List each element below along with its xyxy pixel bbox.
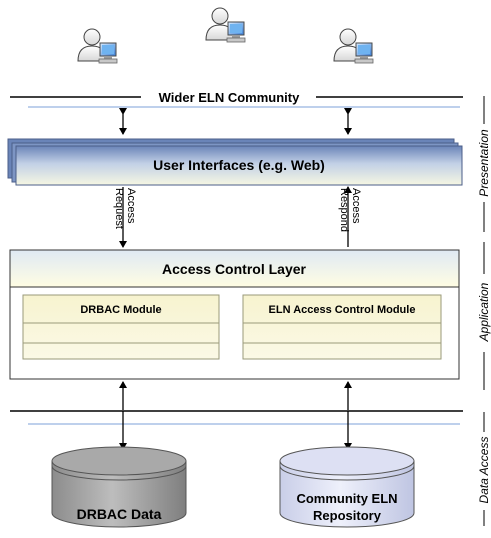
- users-group: [77, 7, 374, 64]
- access-control-layer: Access Control Layer DRBAC Module ELN Ac…: [9, 249, 460, 380]
- layer-presentation: Presentation: [477, 96, 491, 232]
- drbac-data-store: DRBAC Data: [51, 446, 187, 528]
- layer-application: Application: [477, 242, 491, 390]
- drbac-data-label: DRBAC Data: [77, 506, 162, 522]
- access-respond-text: Access Respond: [338, 188, 362, 232]
- layer-application-label: Application: [477, 282, 491, 342]
- user-interfaces-box: [15, 145, 463, 186]
- layer-data-access-label: Data Access: [477, 437, 491, 504]
- repository-label-line2: Repository: [313, 508, 382, 523]
- access-control-label: Access Control Layer: [162, 261, 306, 277]
- svg-text:Respond: Respond: [338, 188, 350, 232]
- user-computer-icon: [77, 28, 118, 64]
- svg-text:Request: Request: [113, 188, 125, 229]
- user-interfaces-stack: User Interfaces (e.g. Web): [7, 138, 463, 186]
- eln-repository-store: Community ELN Repository: [279, 446, 415, 528]
- access-control-header: [9, 249, 460, 288]
- user-computer-icon: [333, 28, 374, 64]
- drbac-module: DRBAC Module: [22, 294, 220, 360]
- eln-module-label: ELN Access Control Module: [269, 304, 416, 316]
- svg-text:Access: Access: [350, 188, 362, 224]
- community-label: Wider ELN Community: [159, 90, 300, 105]
- user-computer-icon: [205, 7, 246, 43]
- drbac-module-label: DRBAC Module: [80, 304, 161, 316]
- repository-label-line1: Community ELN: [296, 491, 397, 506]
- layer-data-access: Data Access: [477, 412, 491, 526]
- svg-text:Access: Access: [125, 188, 137, 224]
- layer-presentation-label: Presentation: [477, 129, 491, 197]
- access-request-text: Access Request: [113, 188, 137, 229]
- eln-access-control-module: ELN Access Control Module: [242, 294, 442, 360]
- user-interfaces-label: User Interfaces (e.g. Web): [153, 157, 325, 173]
